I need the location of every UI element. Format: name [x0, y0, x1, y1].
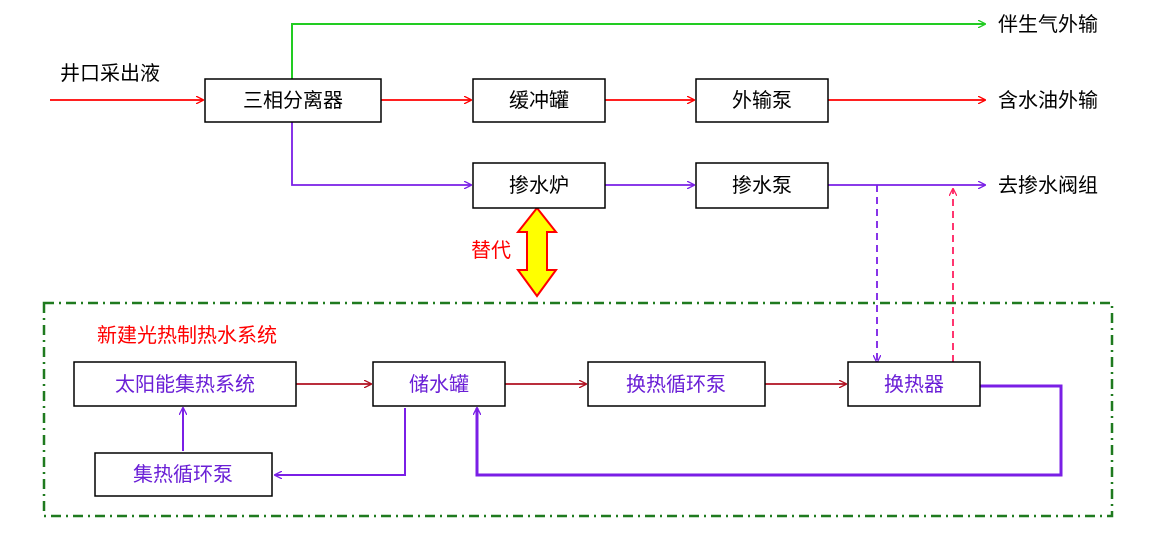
- export-pump-label: 外输泵: [732, 88, 792, 112]
- blending-pump-label: 掺水泵: [732, 173, 792, 197]
- separator-box: 三相分离器: [204, 78, 382, 123]
- replace-double-arrow: [515, 206, 559, 298]
- system-title: 新建光热制热水系统: [97, 323, 277, 347]
- blending-pump-box: 掺水泵: [695, 162, 829, 209]
- valve-group-label: 去掺水阀组: [998, 173, 1098, 197]
- collector-pump-label: 集热循环泵: [133, 462, 233, 486]
- collector-pump-box: 集热循环泵: [94, 452, 273, 497]
- replace-label: 替代: [471, 238, 511, 262]
- well-fluid-label: 井口采出液: [60, 61, 160, 85]
- storage-to-collector-pump-line: [275, 408, 406, 475]
- gas-flow-line: [291, 24, 985, 79]
- exchanger-return-loop: [477, 384, 1063, 477]
- heat-exchanger-label: 换热器: [884, 372, 944, 396]
- blending-furnace-label: 掺水炉: [509, 173, 569, 197]
- storage-tank-box: 储水罐: [372, 361, 506, 407]
- separator-to-furnace-line: [291, 122, 471, 185]
- storage-tank-label: 储水罐: [409, 372, 469, 396]
- blending-furnace-box: 掺水炉: [472, 162, 606, 209]
- exchange-pump-box: 换热循环泵: [587, 361, 766, 407]
- solar-system-frame: [42, 301, 1114, 518]
- separator-label: 三相分离器: [243, 88, 343, 112]
- exchange-pump-label: 换热循环泵: [626, 372, 726, 396]
- oil-water-export-label: 含水油外输: [998, 88, 1098, 112]
- heat-exchanger-box: 换热器: [847, 361, 981, 407]
- solar-collector-label: 太阳能集热系统: [115, 372, 255, 396]
- buffer-tank-label: 缓冲罐: [509, 88, 569, 112]
- associated-gas-label: 伴生气外输: [998, 12, 1098, 36]
- buffer-tank-box: 缓冲罐: [472, 78, 606, 123]
- export-pump-box: 外输泵: [695, 78, 829, 123]
- solar-collector-box: 太阳能集热系统: [73, 361, 297, 407]
